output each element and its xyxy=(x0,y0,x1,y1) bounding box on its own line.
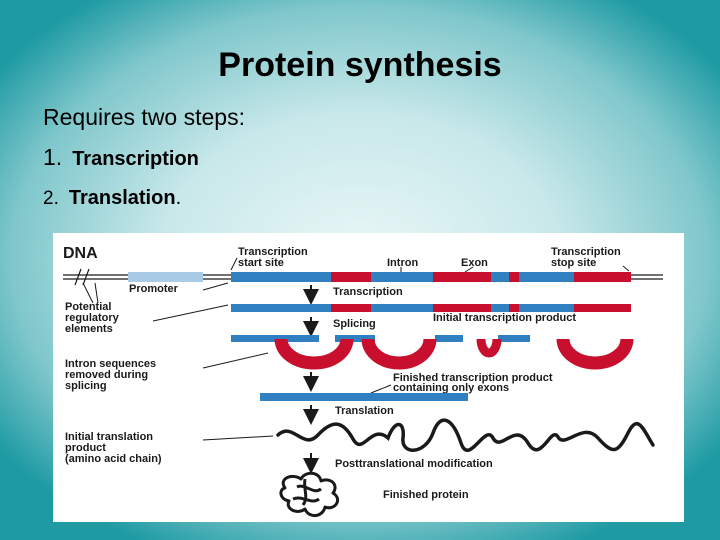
intron-segment xyxy=(433,304,491,312)
introns-removed-label: removed during xyxy=(65,369,148,381)
initial-translation-label: product xyxy=(65,442,106,454)
exon-segment xyxy=(371,272,433,282)
intron-segment xyxy=(331,304,371,312)
finished-protein-label: Finished protein xyxy=(383,489,469,501)
exon-segment xyxy=(371,304,433,312)
step-label: Transcription xyxy=(72,148,199,170)
step-translation: 2. Translation. xyxy=(43,187,181,210)
intron-loop xyxy=(361,338,437,370)
regulatory-elements-label: elements xyxy=(65,323,113,335)
intron-loop xyxy=(274,338,354,370)
intron-segment xyxy=(509,304,519,312)
initial-transcription-label: Initial transcription product xyxy=(433,312,576,324)
dna-label: DNA xyxy=(63,245,98,262)
pointer-line xyxy=(464,266,474,273)
translation-step-label: Translation xyxy=(335,405,394,417)
pointer-line xyxy=(202,435,274,441)
exon-segment xyxy=(491,272,509,282)
amino-acid-chain xyxy=(276,418,655,453)
exon-label: Exon xyxy=(461,257,488,269)
transcription-stop-label: Transcription xyxy=(551,246,621,258)
step-number: 1. xyxy=(43,144,63,170)
pointer-line xyxy=(370,384,392,394)
exon-segment xyxy=(335,335,375,342)
transcription-start-label: start site xyxy=(238,257,284,269)
intron-label: Intron xyxy=(387,257,418,269)
step-number: 2. xyxy=(43,188,59,209)
transcription-step-label: Transcription xyxy=(333,286,403,298)
mrna-strand xyxy=(260,393,468,401)
initial-translation-label: (amino acid chain) xyxy=(65,453,162,465)
intron-segment xyxy=(509,272,519,282)
intron-segment xyxy=(574,272,631,282)
exon-segment xyxy=(435,335,463,342)
step-punctuation: . xyxy=(175,187,182,209)
promoter-region xyxy=(128,272,203,282)
splicing-step-label: Splicing xyxy=(333,318,376,330)
regulatory-elements-label: regulatory xyxy=(65,312,120,324)
intron-loop xyxy=(556,338,634,370)
introns-removed-label: splicing xyxy=(65,380,107,392)
transcription-stop-label: stop site xyxy=(551,257,596,269)
finished-transcription-label: containing only exons xyxy=(393,382,509,394)
pointer-line xyxy=(622,265,630,272)
exon-segment xyxy=(498,335,530,342)
pointer-line xyxy=(230,257,238,271)
exon-segment xyxy=(231,304,331,312)
exon-segment xyxy=(519,304,574,312)
slide-title: Protein synthesis xyxy=(218,46,502,84)
intron-segment xyxy=(331,272,371,282)
exon-segment xyxy=(519,272,574,282)
pointer-line xyxy=(82,282,99,304)
pointer-line xyxy=(202,282,229,291)
initial-translation-label: Initial translation xyxy=(65,431,153,443)
pointer-line xyxy=(202,352,269,369)
transcription-start-label: Transcription xyxy=(238,246,308,258)
exon-segment xyxy=(491,304,509,312)
introns-removed-label: Intron sequences xyxy=(65,358,156,370)
diagram-svg: DNA Transcription start site Intron Exon… xyxy=(63,245,663,517)
exon-segment xyxy=(231,335,319,342)
step-label: Translation xyxy=(68,187,176,209)
protein-synthesis-diagram: DNA Transcription start site Intron Exon… xyxy=(53,233,684,522)
intro-text: Requires two steps: xyxy=(43,104,245,130)
intron-segment xyxy=(433,272,491,282)
folded-protein xyxy=(279,471,339,517)
posttranslational-label: Posttranslational modification xyxy=(335,458,493,470)
intron-segment xyxy=(574,304,631,312)
step-transcription: 1. Transcription xyxy=(43,144,199,171)
strand-break-icon xyxy=(74,268,90,286)
regulatory-elements-label: Potential xyxy=(65,301,111,313)
promoter-label: Promoter xyxy=(129,283,179,295)
finished-transcription-label: Finished transcription product xyxy=(393,372,553,384)
exon-segment xyxy=(231,272,331,282)
pointer-line xyxy=(152,304,229,322)
intron-loop xyxy=(476,338,502,358)
